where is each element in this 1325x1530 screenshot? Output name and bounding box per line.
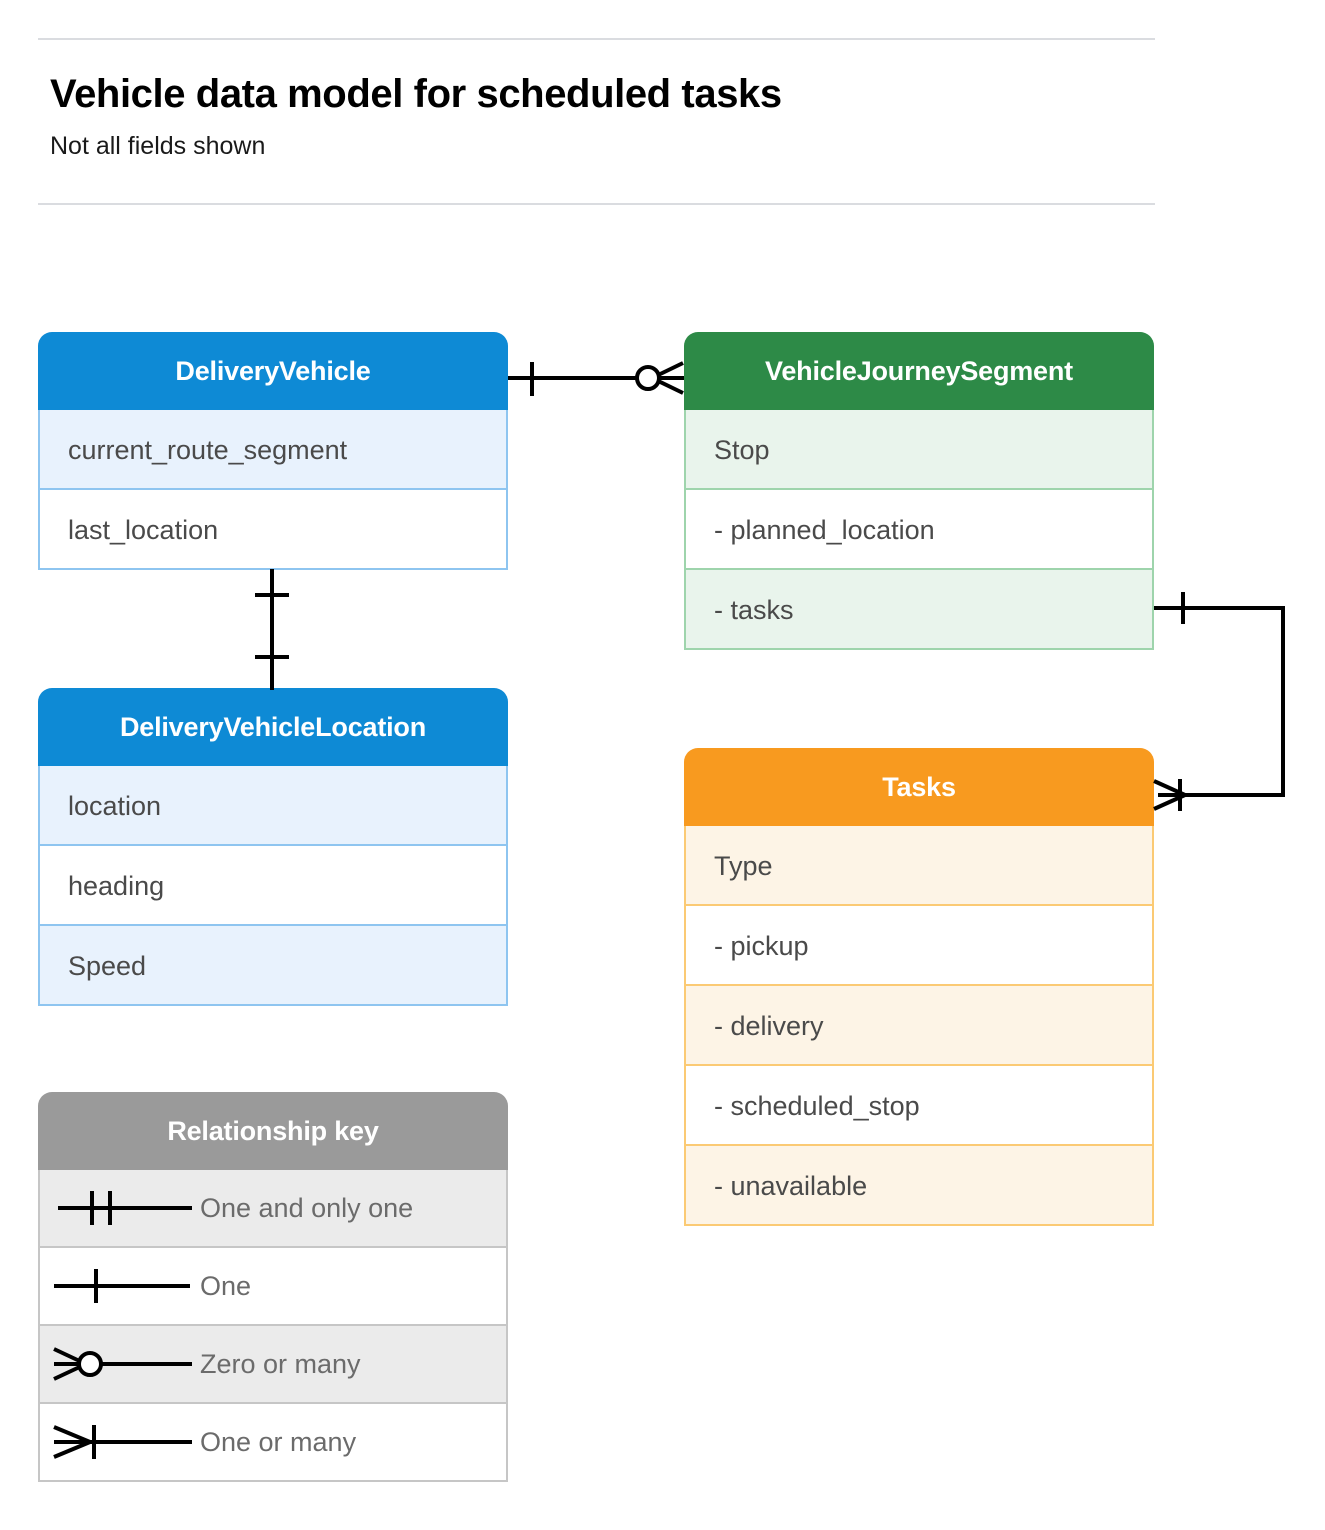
entity-delivery-vehicle-title: DeliveryVehicle	[38, 332, 508, 410]
connector-deliveryvehicle-to-deliveryvehiclelocation	[255, 569, 289, 690]
entity-delivery-vehicle[interactable]: DeliveryVehicle current_route_segment la…	[38, 332, 508, 570]
entity-vehicle-journey-segment[interactable]: VehicleJourneySegment Stop - planned_loc…	[684, 332, 1154, 650]
relationship-key-legend: Relationship key One and only one One	[38, 1092, 508, 1482]
legend-item-one: One	[38, 1248, 508, 1326]
legend-item-one-and-only-one: One and only one	[38, 1170, 508, 1248]
entity-row: - tasks	[684, 570, 1154, 650]
legend-item-label: One	[200, 1270, 252, 1301]
legend-item-label: One or many	[200, 1426, 357, 1457]
entity-row: heading	[38, 846, 508, 926]
entity-delivery-vehicle-location[interactable]: DeliveryVehicleLocation location heading…	[38, 688, 508, 1006]
entity-row: current_route_segment	[38, 410, 508, 490]
zero-or-many-icon	[53, 1347, 192, 1381]
legend-item-label: Zero or many	[200, 1348, 361, 1379]
legend-item-zero-or-many: Zero or many	[38, 1326, 508, 1404]
legend-title: Relationship key	[38, 1092, 508, 1170]
legend-item-one-or-many: One or many	[38, 1404, 508, 1482]
legend-item-label: One and only one	[200, 1192, 414, 1223]
connector-deliveryvehicle-to-vehiclejourneysegment	[508, 361, 684, 396]
connector-vehiclejourneysegment-to-tasks	[1153, 592, 1285, 811]
entity-delivery-vehicle-location-title: DeliveryVehicleLocation	[38, 688, 508, 766]
header-divider-top	[38, 38, 1155, 40]
entity-row: - planned_location	[684, 490, 1154, 570]
one-or-many-icon	[53, 1425, 192, 1459]
entity-row: - scheduled_stop	[684, 1066, 1154, 1146]
one-icon	[54, 1269, 190, 1303]
entity-row: last_location	[38, 490, 508, 570]
entity-row: location	[38, 766, 508, 846]
entity-row: - delivery	[684, 986, 1154, 1066]
entity-tasks-title: Tasks	[684, 748, 1154, 826]
entity-row: - unavailable	[684, 1146, 1154, 1226]
header-divider-bottom	[38, 203, 1155, 205]
entity-tasks[interactable]: Tasks Type - pickup - delivery - schedul…	[684, 748, 1154, 1226]
entity-row: Type	[684, 826, 1154, 906]
one-and-only-one-icon	[58, 1191, 192, 1225]
entity-row: - pickup	[684, 906, 1154, 986]
page-title: Vehicle data model for scheduled tasks	[50, 72, 782, 116]
page-subtitle: Not all fields shown	[50, 132, 266, 160]
entity-row: Stop	[684, 410, 1154, 490]
entity-row: Speed	[38, 926, 508, 1006]
entity-vehicle-journey-segment-title: VehicleJourneySegment	[684, 332, 1154, 410]
